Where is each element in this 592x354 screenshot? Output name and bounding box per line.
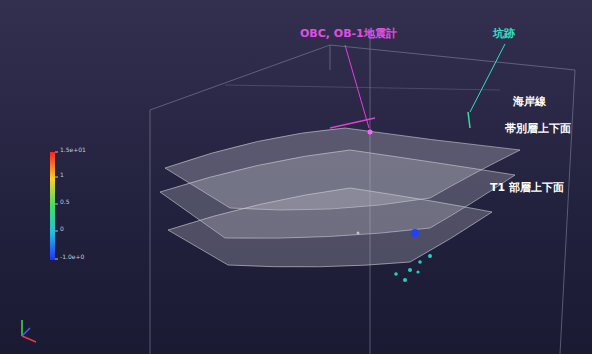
scene-label: 坑跡 — [493, 28, 515, 40]
scene-label: OBC, OB-1地震計 — [300, 28, 397, 40]
scene-label: 海岸線 — [513, 96, 546, 108]
scene-label: 帯別層上下面 — [505, 123, 571, 135]
colorbar-tick: 0.5 — [60, 199, 70, 206]
colorbar-tick: 1.5e+01 — [60, 147, 86, 154]
colorbar-tick: 0 — [60, 226, 64, 233]
colorbar-tick: 1 — [60, 172, 64, 179]
scene-label: T1 部層上下面 — [490, 182, 564, 194]
colorbar-tick: -1.0e+0 — [60, 254, 84, 261]
